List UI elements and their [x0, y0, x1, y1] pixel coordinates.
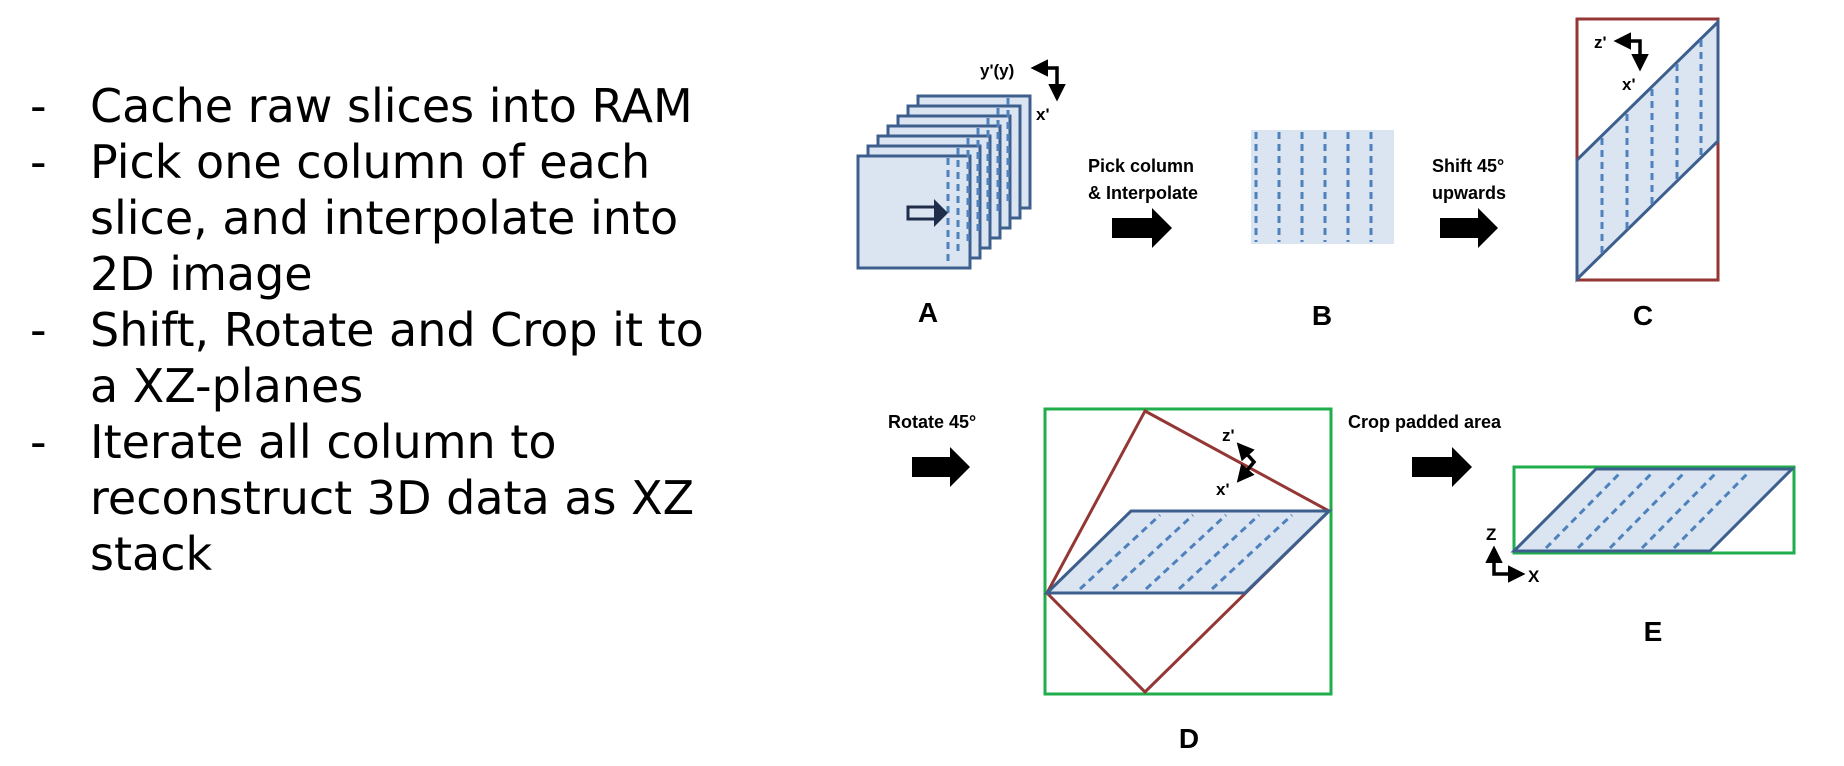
- panel-a-axes-icon: [1030, 59, 1066, 102]
- step-crop-arrow-icon: [1412, 447, 1472, 487]
- panel-c-axes-icon: [1613, 32, 1649, 72]
- step-crop-label: Crop padded area: [1348, 412, 1502, 432]
- bullet-line: 2D image: [90, 247, 313, 301]
- panel-e-axis-x-label: X: [1528, 567, 1540, 586]
- step-rotate-label: Rotate 45°: [888, 412, 976, 432]
- bullet-text: Shift, Rotate and Crop it to a XZ-planes: [90, 302, 750, 414]
- bullet-line: stack: [90, 527, 213, 581]
- panel-a-column-lines: [946, 98, 1010, 266]
- panel-d-slice: [1043, 509, 1333, 595]
- step-pick-label-line2: & Interpolate: [1088, 183, 1198, 203]
- bullet-dash: -: [30, 79, 47, 133]
- panel-e-label: E: [1644, 616, 1663, 647]
- panel-a-axis-y-label: y'(y): [980, 61, 1014, 80]
- step-rotate-arrow-icon: [912, 447, 970, 487]
- bullet-list: - Cache raw slices into RAM - Pick one c…: [30, 78, 750, 582]
- panel-e-column-lines: [1544, 471, 1750, 550]
- bullet-item: - Pick one column of each slice, and int…: [30, 134, 750, 302]
- panel-d-axes-icon: [1236, 442, 1257, 483]
- bullet-dash: -: [30, 135, 47, 189]
- panel-d-axis-x-label: x': [1216, 480, 1230, 499]
- bullet-item: - Shift, Rotate and Crop it to a XZ-plan…: [30, 302, 750, 414]
- panel-b-column-lines: [1254, 132, 1373, 242]
- panel-d-column-lines: [1078, 513, 1294, 591]
- bullet-item: - Iterate all column to reconstruct 3D d…: [30, 414, 750, 582]
- step-shift-label-line1: Shift 45°: [1432, 156, 1504, 176]
- panel-d-green-frame: [1043, 407, 1333, 696]
- panel-d-rotated-frame: [1045, 408, 1332, 695]
- panel-a-axis-x-label: x': [1036, 105, 1050, 124]
- panel-d-label: D: [1179, 723, 1199, 754]
- bullet-line: Pick one column of each: [90, 135, 651, 189]
- panel-c-column-lines: [1600, 40, 1703, 256]
- bullet-line: a XZ-planes: [90, 359, 364, 413]
- bullet-item: - Cache raw slices into RAM: [30, 78, 750, 134]
- panel-c-label: C: [1633, 300, 1653, 331]
- bullet-line: reconstruct 3D data as XZ: [90, 471, 695, 525]
- step-shift-arrow-icon: [1440, 208, 1498, 248]
- panel-a-slice-stack: [856, 94, 1032, 270]
- step-pick-label-line1: Pick column: [1088, 156, 1194, 176]
- panel-c-axis-x-label: x': [1622, 75, 1636, 94]
- panel-a-label: A: [918, 297, 938, 328]
- panel-a-direction-arrow-icon: [906, 199, 948, 227]
- panel-c-sheared-slice: [1575, 18, 1720, 283]
- bullet-dash: -: [30, 303, 47, 357]
- bullet-dash: -: [30, 415, 47, 469]
- panel-b-label: B: [1312, 300, 1332, 331]
- panel-d-axis-z-label: z': [1222, 426, 1235, 445]
- bullet-line: Cache raw slices into RAM: [90, 79, 693, 133]
- panel-e-green-frame: [1512, 465, 1796, 555]
- panel-b-image: [1251, 130, 1394, 244]
- panel-e-slice: [1510, 467, 1796, 553]
- bullet-line: Iterate all column to: [90, 415, 557, 469]
- bullet-line: slice, and interpolate into: [90, 191, 679, 245]
- panel-e-axes-icon: [1485, 545, 1526, 583]
- panel-c-axis-z-label: z': [1594, 33, 1607, 52]
- bullet-text: Iterate all column to reconstruct 3D dat…: [90, 414, 750, 582]
- step-pick-arrow-icon: [1112, 208, 1172, 248]
- panel-c-frame: [1575, 17, 1720, 282]
- step-shift-label-line2: upwards: [1432, 183, 1506, 203]
- panel-e-axis-z-label: Z: [1486, 525, 1496, 544]
- bullet-line: Shift, Rotate and Crop it to: [90, 303, 704, 357]
- bullet-text: Cache raw slices into RAM: [90, 78, 750, 134]
- bullet-text: Pick one column of each slice, and inter…: [90, 134, 750, 302]
